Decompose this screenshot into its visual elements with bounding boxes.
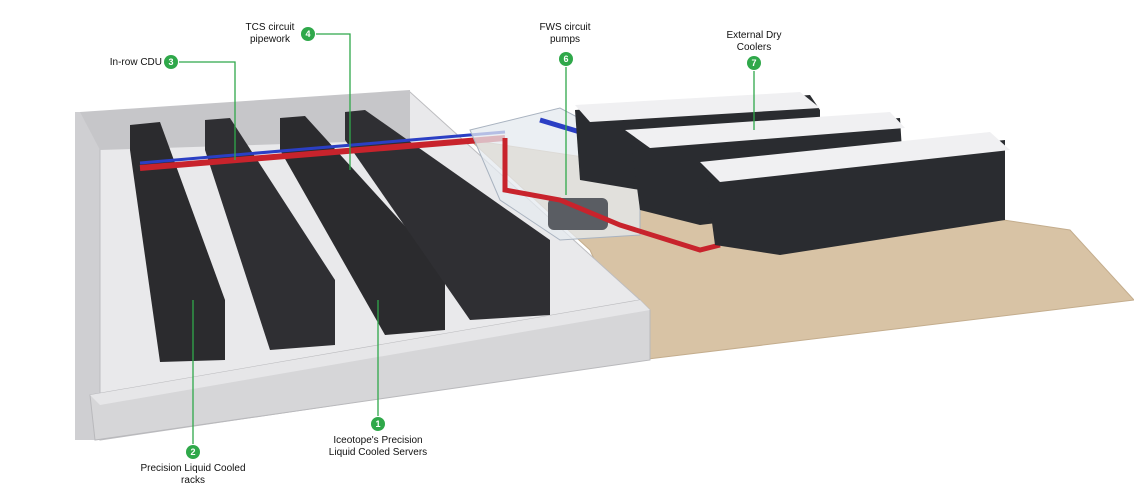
callout-7-badge: 7 xyxy=(747,56,761,70)
building-wall-left xyxy=(75,112,100,440)
callout-2-badge: 2 xyxy=(186,445,200,459)
dry-cooler-2-top xyxy=(625,112,905,148)
fws-pipe-red xyxy=(502,138,721,253)
rack-row-3 xyxy=(280,116,445,335)
leader-3 xyxy=(178,61,236,160)
building-front-wall-top xyxy=(90,300,650,405)
leader-4 xyxy=(315,33,351,170)
tcs-pipe-red xyxy=(139,135,506,171)
rack-row-1 xyxy=(130,122,225,362)
callout-6-label: FWS circuit pumps xyxy=(539,22,591,45)
callout-3-label: In-row CDU xyxy=(109,57,162,68)
tcs-pipe-blue xyxy=(139,130,506,165)
callout-7-label: External Dry Coolers xyxy=(726,30,782,53)
callout-6-badge: 6 xyxy=(559,52,573,66)
callout-4-label: TCS circuit pipework xyxy=(245,22,295,45)
rack-row-4 xyxy=(345,110,550,320)
callout-1-label: Iceotope's Precision Liquid Cooled Serve… xyxy=(328,435,428,458)
callout-4-badge: 4 xyxy=(301,27,315,41)
dry-cooler-1-top xyxy=(575,92,820,122)
callout-leaders xyxy=(178,33,755,448)
callout-1-badge: 1 xyxy=(371,417,385,431)
callout-2-label: Precision Liquid Cooled racks xyxy=(140,463,246,486)
rack-row-2 xyxy=(205,118,335,350)
pump-unit xyxy=(548,198,608,230)
callout-3-badge: 3 xyxy=(164,55,178,69)
dry-cooler-3-top xyxy=(700,132,1010,182)
